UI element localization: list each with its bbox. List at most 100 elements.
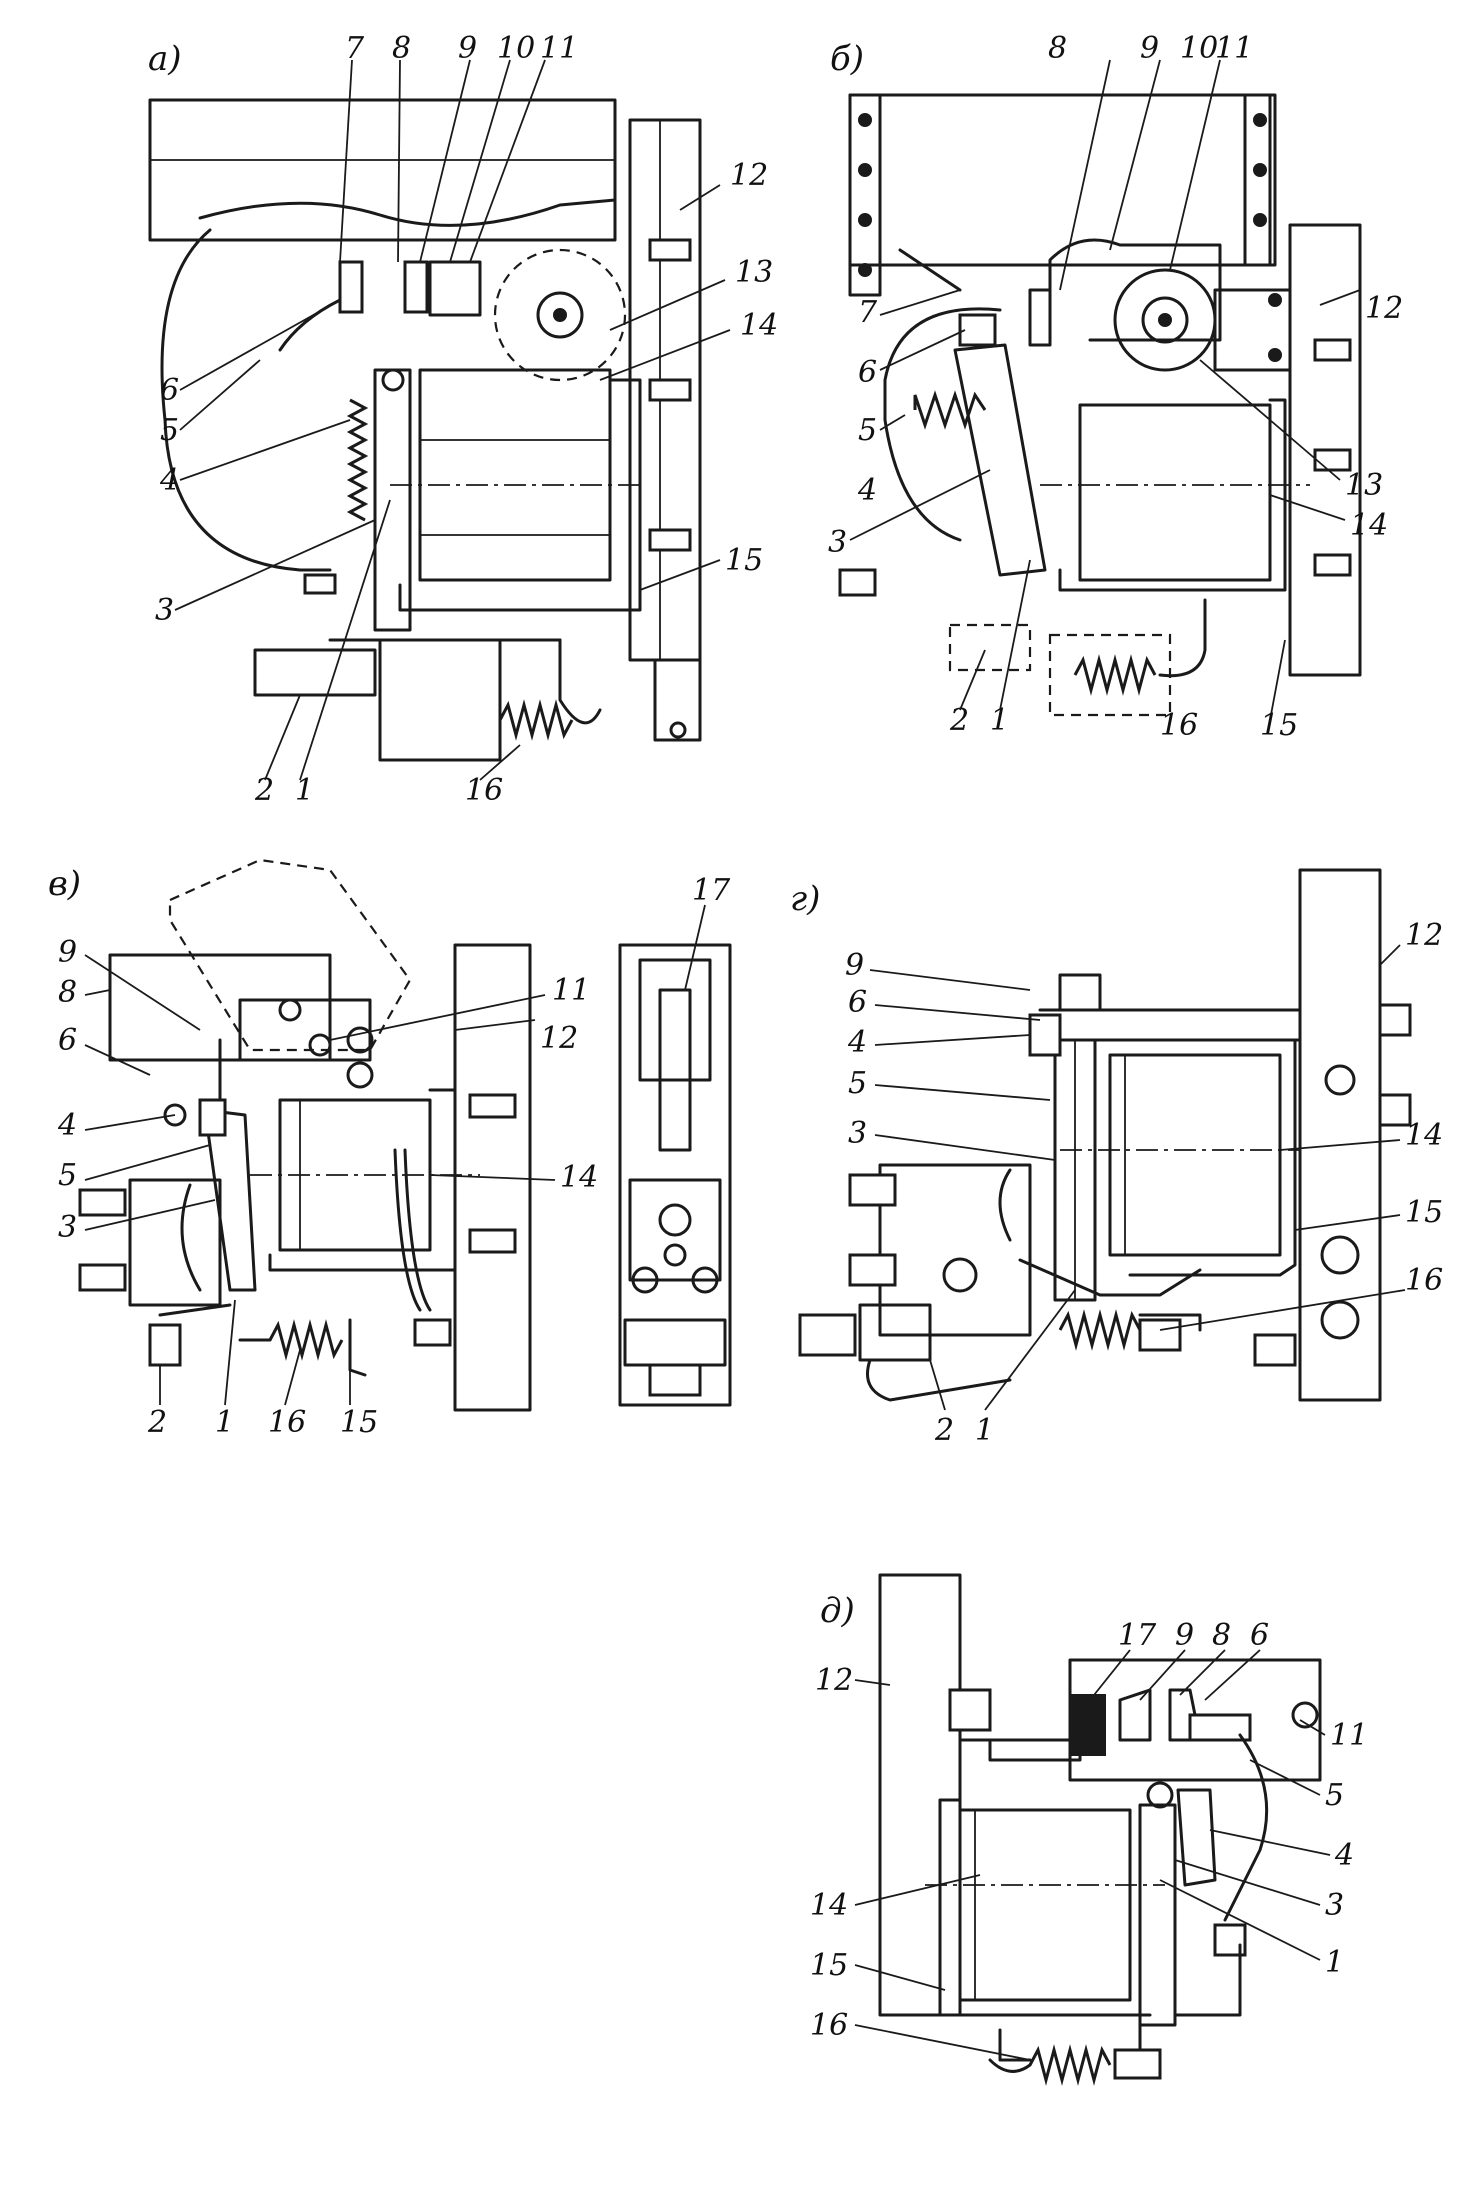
label-a-2: 2 (254, 773, 274, 808)
label-d-15: 15 (810, 1948, 848, 1983)
flexible-lead-5 (1223, 1733, 1269, 1922)
label-g-3: 3 (848, 1116, 867, 1151)
label-a-15: 15 (725, 543, 763, 578)
label-a-13: 13 (735, 255, 773, 290)
panel-d-label: д) (820, 1591, 855, 1631)
label-g-12: 12 (1405, 918, 1443, 953)
flexible-lead-5 (883, 307, 1002, 542)
moving-contact-6 (958, 313, 997, 347)
label-b-2: 2 (949, 703, 969, 738)
label-g-4: 4 (847, 1025, 867, 1060)
tension-spring-16 (1073, 654, 1157, 696)
mounting-plate-12 (1298, 868, 1382, 1402)
label-a-9: 9 (458, 31, 477, 66)
fixed-contact-9 (1028, 288, 1052, 347)
armature-3 (1138, 1803, 1177, 2027)
label-a-7: 7 (345, 31, 365, 66)
moving-contact-4 (1028, 1013, 1062, 1057)
insulator-17 (1069, 1694, 1106, 1756)
top-frame (1038, 1008, 1302, 1042)
break-line (198, 198, 617, 227)
mounting-plate-12 (1288, 223, 1362, 677)
label-v-5: 5 (58, 1158, 77, 1193)
terminal-block (128, 1178, 222, 1307)
panel-g-label: г) (790, 879, 820, 919)
arc-chute-8 (848, 93, 1272, 267)
bracket-2 (858, 1303, 932, 1362)
label-g-9: 9 (845, 948, 864, 983)
label-g-1: 1 (975, 1413, 994, 1448)
yoke-15 (1128, 1038, 1297, 1277)
label-b-10: 10 (1180, 31, 1218, 66)
label-b-5: 5 (858, 413, 877, 448)
label-a-6: 6 (160, 373, 179, 408)
label-g-15: 15 (1405, 1195, 1443, 1230)
label-d-17: 17 (1118, 1618, 1157, 1653)
label-b-9: 9 (1140, 31, 1159, 66)
panel-a: а) (148, 31, 778, 808)
label-b-7: 7 (858, 295, 878, 330)
yoke-15 (938, 1798, 1152, 2017)
tension-spring-16 (1058, 1309, 1142, 1351)
label-d-14: 14 (810, 1888, 848, 1923)
label-b-14: 14 (1350, 508, 1388, 543)
label-d-12: 12 (815, 1663, 853, 1698)
label-a-5: 5 (160, 413, 179, 448)
label-b-11: 11 (1215, 31, 1253, 66)
label-b-15: 15 (1260, 708, 1298, 743)
label-a-12: 12 (730, 158, 768, 193)
bracket-2 (148, 1323, 182, 1367)
coil-14 (1078, 403, 1272, 582)
label-g-14: 14 (1405, 1118, 1443, 1153)
label-d-8: 8 (1212, 1618, 1231, 1653)
label-v-14: 14 (560, 1160, 598, 1195)
blowout-pole-10 (1048, 238, 1222, 342)
label-v-4: 4 (57, 1108, 77, 1143)
label-d-5: 5 (1325, 1778, 1344, 1813)
coil-14 (418, 368, 612, 582)
return-spring-4 (346, 398, 369, 522)
return-spring-4 (913, 390, 987, 430)
label-v-1: 1 (215, 1405, 234, 1440)
panel-v: в) (48, 858, 732, 1440)
label-g-16: 16 (1405, 1263, 1443, 1298)
armature-3 (953, 343, 1047, 577)
bracket-base (378, 638, 502, 762)
label-a-8: 8 (392, 31, 411, 66)
armature-3 (373, 368, 412, 632)
bracket-4 (1176, 1788, 1217, 1887)
label-v-2: 2 (147, 1405, 167, 1440)
label-d-6: 6 (1250, 1618, 1269, 1653)
plate-tab (653, 658, 702, 742)
label-v-12: 12 (540, 1021, 578, 1056)
armature-3 (203, 1108, 257, 1292)
label-d-9: 9 (1175, 1618, 1194, 1653)
label-a-16: 16 (465, 773, 503, 808)
moving-contact-6 (198, 1098, 227, 1137)
label-d-16: 16 (810, 2008, 848, 2043)
yoke-15 (268, 1088, 457, 1272)
label-v-8: 8 (58, 975, 77, 1010)
panel-v-label: в) (48, 864, 81, 904)
label-d-4: 4 (1334, 1838, 1354, 1873)
label-g-2: 2 (934, 1413, 954, 1448)
label-a-4: 4 (159, 463, 179, 498)
label-g-6: 6 (848, 985, 867, 1020)
label-a-3: 3 (155, 593, 174, 628)
label-v-11: 11 (552, 973, 590, 1008)
arc-chute-8 (148, 98, 617, 242)
label-v-3: 3 (58, 1210, 77, 1245)
contact-9 (1058, 973, 1102, 1012)
panel-b: б) (828, 31, 1403, 743)
yoke-15 (398, 378, 642, 612)
label-b-3: 3 (828, 525, 847, 560)
bracket-2 (253, 648, 377, 697)
mounting-plate-12 (878, 1573, 962, 2017)
panel-b-label: б) (830, 39, 864, 79)
label-a-10: 10 (497, 31, 535, 66)
label-g-5: 5 (848, 1066, 867, 1101)
label-v-6: 6 (58, 1023, 77, 1058)
label-v-15: 15 (340, 1405, 378, 1440)
top-frame (958, 1738, 1082, 1762)
fixed-contact-7 (338, 260, 364, 314)
